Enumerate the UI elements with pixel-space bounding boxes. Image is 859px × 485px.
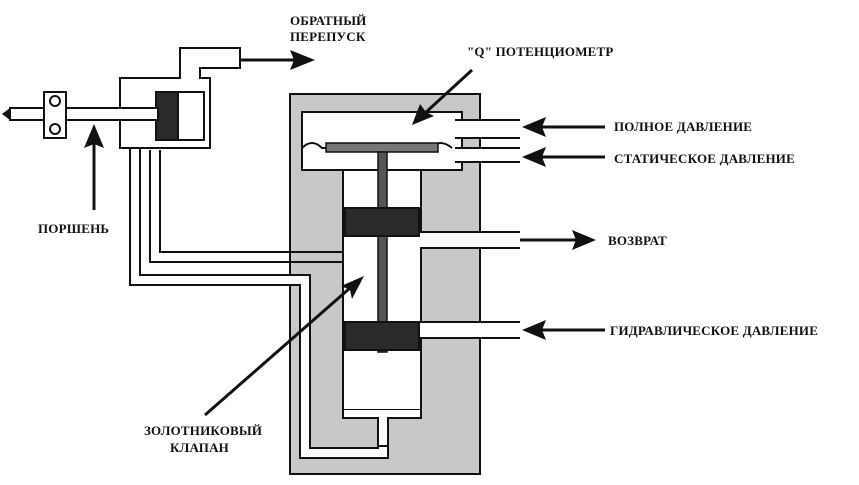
bypass-label-line1: ОБРАТНЫЙ: [290, 13, 367, 28]
return-label: ВОЗВРАТ: [608, 233, 667, 248]
spool-label-line1: ЗОЛОТНИКОВЫЙ: [144, 423, 262, 438]
bearing-icon: [43, 91, 67, 139]
upper-spool-land: [344, 207, 420, 237]
hydraulic-port: [420, 322, 520, 338]
piston-head: [155, 91, 179, 141]
hydraulic-pressure-label: ГИДРАВЛИЧЕСКОЕ ДАВЛЕНИЕ: [610, 323, 818, 338]
static-pressure-label: СТАТИЧЕСКОЕ ДАВЛЕНИЕ: [614, 151, 795, 166]
bypass-label-line2: ПЕРЕПУСК: [290, 29, 366, 44]
return-port: [420, 232, 520, 248]
piston-label: ПОРШЕНЬ: [38, 221, 109, 236]
spool-label-line2: КЛАПАН: [170, 440, 229, 455]
rod-tip: [2, 108, 10, 120]
piston-rod: [9, 107, 159, 121]
static-pressure-port: [455, 148, 520, 162]
potentiometer-bar: [325, 142, 439, 153]
q-potentiometer-label: "Q" ПОТЕНЦИОМЕТР: [467, 44, 614, 59]
spool-rod: [377, 151, 388, 353]
lower-spool-land: [344, 321, 420, 351]
full-pressure-label: ПОЛНОЕ ДАВЛЕНИЕ: [614, 119, 752, 134]
full-pressure-port: [455, 120, 520, 138]
